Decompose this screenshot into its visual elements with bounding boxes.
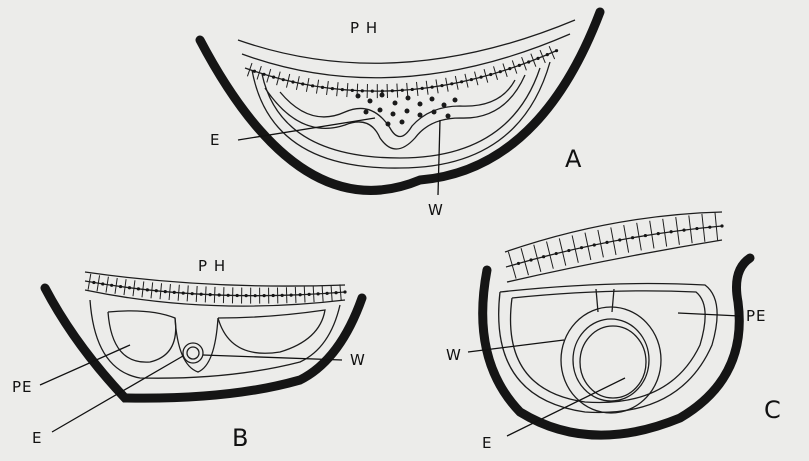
panel-c: PE W E C xyxy=(446,212,781,452)
panel-a-label-e: E xyxy=(210,131,220,149)
panel-c-embryo xyxy=(580,326,646,398)
panel-a-epithelium-lower xyxy=(242,34,570,78)
panel-b-pe-cavity-right xyxy=(218,310,325,353)
panel-a-label-ph: P H xyxy=(350,19,378,37)
panel-b: P H PE W E B xyxy=(12,257,366,452)
panel-c-label-pe: PE xyxy=(746,307,767,325)
panel-b-label-ph: P H xyxy=(198,257,226,275)
panel-a-inner-membrane-2 xyxy=(262,68,540,158)
panel-c-letter: C xyxy=(764,396,781,424)
panel-a-label-w: W xyxy=(428,201,444,219)
panel-c-inner-membrane xyxy=(499,284,717,413)
panel-b-leader-w xyxy=(203,355,342,360)
panel-c-wall-inner xyxy=(573,319,649,401)
panel-b-label-pe: PE xyxy=(12,378,33,396)
panel-b-embryo-inner xyxy=(187,347,199,359)
panel-a-outer-wall xyxy=(200,12,600,190)
panel-a-epithelium-upper xyxy=(238,20,575,63)
panel-c-leader-pe xyxy=(678,313,740,316)
panel-b-label-w: W xyxy=(350,351,366,369)
panel-b-label-e: E xyxy=(32,429,42,447)
panel-b-wall-column xyxy=(175,318,218,372)
panel-a-leader-w xyxy=(438,120,440,195)
panel-b-letter: B xyxy=(232,424,248,452)
panel-c-label-e: E xyxy=(482,434,492,452)
panel-a: P H E W A xyxy=(200,12,600,219)
panel-a-embryo-granules xyxy=(356,93,458,127)
panel-b-embryo xyxy=(183,343,203,363)
panel-a-letter: A xyxy=(565,145,582,173)
cellsB-divisions xyxy=(88,274,347,304)
panel-c-label-w: W xyxy=(446,346,462,364)
cellsA-divisions xyxy=(247,46,558,98)
panel-b-pe-cavity-left xyxy=(108,311,176,362)
